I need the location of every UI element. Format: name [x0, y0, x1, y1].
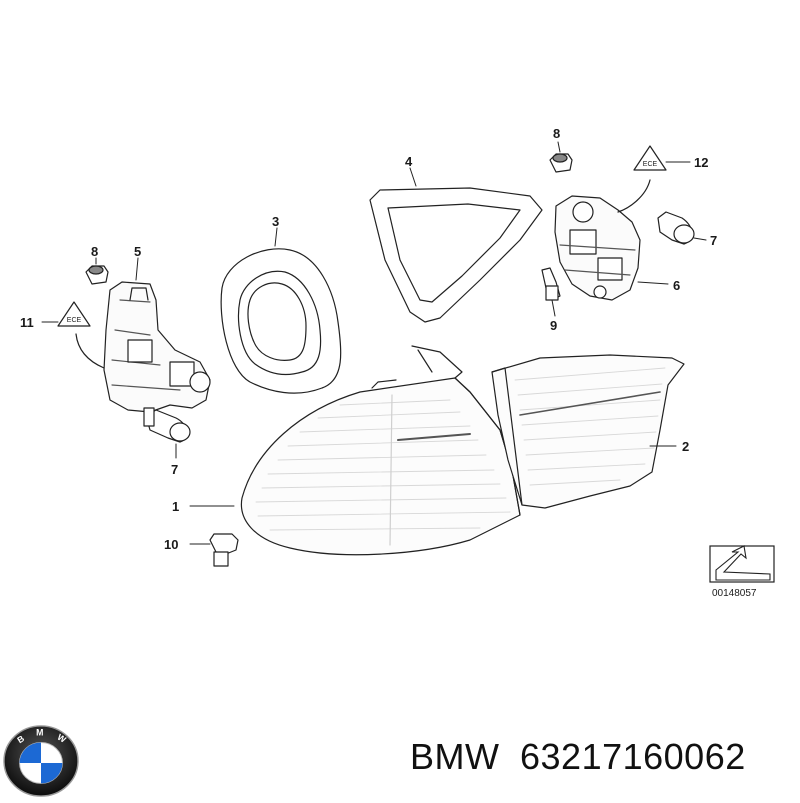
brand-name: BMW [410, 736, 500, 777]
svg-text:ECE: ECE [67, 317, 82, 324]
gasket-frame-part-4 [369, 187, 543, 323]
bmw-roundel-icon: B M W [3, 725, 79, 797]
arrow-11-to-holder [75, 333, 105, 369]
reference-code: 00148057 [712, 588, 757, 599]
callout-7b: 7 [710, 233, 717, 248]
bulb-part-7-left [143, 407, 191, 443]
leader-lines [41, 141, 707, 545]
part-number: 63217160062 [520, 736, 746, 777]
svg-text:ECE: ECE [643, 161, 658, 168]
svg-text:B: B [15, 733, 26, 745]
grommet-part-8-left [85, 265, 109, 285]
small-bulb-part-9 [541, 267, 561, 301]
warning-label-part-11: ECE [57, 301, 91, 327]
callout-6: 6 [673, 278, 680, 293]
brand-part-number: BMW 63217160062 [410, 736, 746, 778]
bulb-holder-part-6 [554, 195, 641, 301]
callout-4: 4 [405, 154, 413, 169]
inner-tail-light-part-2 [491, 354, 685, 509]
callout-5: 5 [134, 244, 141, 259]
svg-text:M: M [36, 728, 43, 738]
reference-box: 00148057 [709, 545, 775, 599]
callout-11: 11 [20, 315, 34, 330]
callout-9: 9 [550, 318, 557, 333]
outer-tail-light-part-1 [240, 345, 521, 556]
callout-1: 1 [172, 499, 179, 514]
grommet-part-8-right [549, 153, 573, 173]
bulb-part-7-right [657, 211, 695, 245]
gasket-part-3 [220, 248, 342, 394]
clip-part-10 [209, 533, 239, 567]
warning-label-part-12: ECE [633, 145, 667, 171]
bmw-logo: B M W [2, 724, 80, 798]
arrow-12-to-holder [617, 179, 651, 213]
callout-8a: 8 [91, 244, 98, 259]
callout-12: 12 [694, 155, 708, 170]
callout-8b: 8 [553, 126, 560, 141]
callout-10: 10 [164, 537, 178, 552]
callout-3: 3 [272, 214, 279, 229]
bulb-holder-part-5 [103, 281, 211, 413]
callout-7a: 7 [171, 462, 178, 477]
callout-2: 2 [682, 439, 689, 454]
